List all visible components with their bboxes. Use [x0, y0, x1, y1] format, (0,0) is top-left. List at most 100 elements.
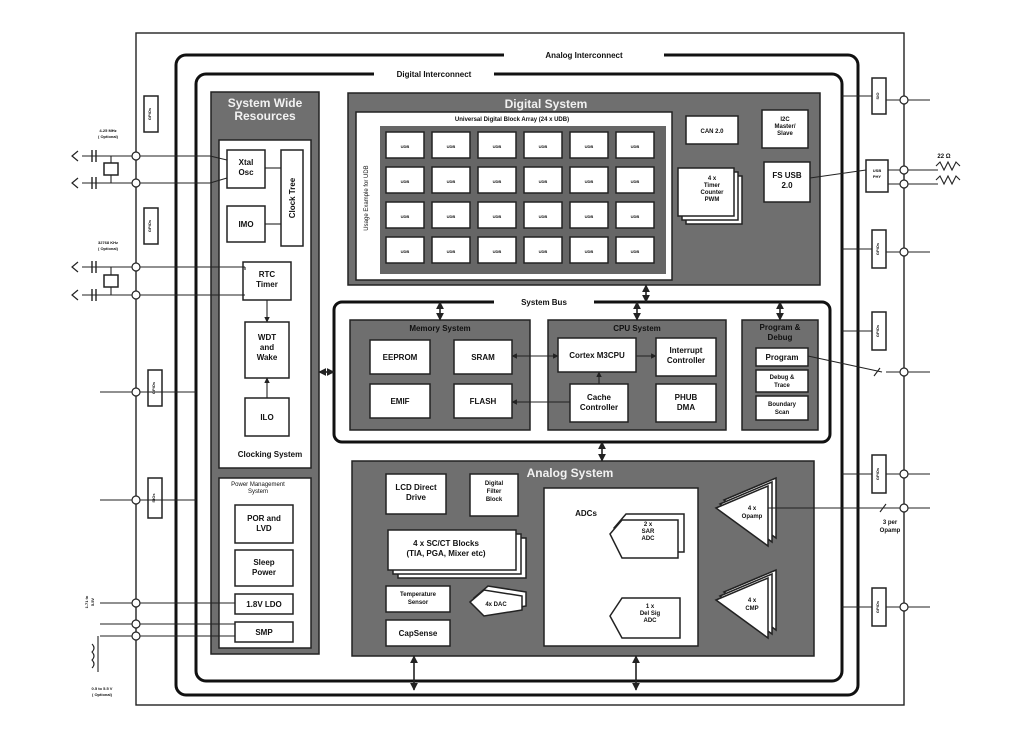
label-line: LVD	[256, 524, 272, 533]
udb-cell: UDB	[523, 166, 563, 194]
udb-cell-box	[431, 166, 471, 194]
capacitor-icons	[71, 150, 97, 301]
label-line: 1.71 to	[84, 595, 89, 608]
imo-block	[226, 205, 266, 243]
udb-cell: UDB	[431, 236, 471, 264]
udb-cell-box	[569, 201, 609, 229]
ohm-label: 22 Ω	[937, 154, 950, 160]
udb-cell-label: UDB	[493, 249, 502, 254]
udb-cell-box	[431, 201, 471, 229]
digital-interconnect-label-bg	[374, 67, 494, 81]
wdt-wake-block	[244, 321, 290, 379]
flash-label: FLASH	[470, 397, 497, 406]
interrupt-block	[655, 337, 717, 377]
sar-adc-block	[609, 519, 679, 559]
udb-cell: UDB	[523, 201, 563, 229]
label-line: USB	[873, 168, 882, 173]
timer-block	[677, 167, 735, 217]
udb-cell: UDB	[385, 166, 425, 194]
label-line: Sensor	[408, 600, 429, 606]
program-to-pin-wire	[807, 355, 883, 373]
program-debug: Program &Debug Program Debug &Trace Boun…	[741, 319, 819, 431]
sc-ct-block	[387, 529, 517, 571]
sio-left-label: SIOs	[151, 493, 156, 503]
resistor-icon	[935, 160, 961, 172]
can-label: CAN 2.0	[700, 129, 724, 135]
udb-cell: UDB	[477, 131, 517, 159]
memory-system-title: Memory System	[409, 324, 470, 333]
right-pin-circles	[899, 95, 909, 612]
label-line: RTC	[259, 270, 276, 279]
left-pin-circles	[131, 151, 141, 641]
gpio-right-3-label: GPIOs	[875, 467, 880, 480]
boundary-scan-block	[755, 395, 809, 421]
gpio-left-3	[147, 369, 163, 407]
emif-block	[369, 383, 431, 419]
pin-pad-icon	[899, 602, 909, 612]
gpio-right-2-label: GPIOs	[875, 324, 880, 337]
udb-cell-box	[431, 236, 471, 264]
pin-pad-icon	[899, 503, 909, 513]
smp-block	[234, 621, 294, 643]
udb-cell: UDB	[615, 236, 655, 264]
udb-cell-label: UDB	[493, 214, 502, 219]
udb-cell-box	[385, 236, 425, 264]
label-line: WDT	[258, 333, 276, 342]
debug-trace-label: Debug &Trace	[770, 375, 795, 389]
inductor-icon	[91, 643, 95, 669]
label-line: 4-25 MHz	[99, 128, 116, 133]
eeprom-label: EEPROM	[383, 353, 418, 362]
udb-cell-box	[477, 201, 517, 229]
cpu-system-title: CPU System	[613, 324, 661, 333]
program-debug-title: Program &Debug	[760, 323, 801, 342]
udb-cell-label: UDB	[539, 249, 548, 254]
label-line: Osc	[238, 168, 254, 177]
label-line: 3 per	[883, 520, 898, 526]
ilo-block	[244, 397, 290, 437]
udb-cell-label: UDB	[447, 214, 456, 219]
analog-interconnect-label-bg	[504, 48, 664, 62]
gpio-left-2	[143, 207, 159, 245]
analog-interconnect-label: Analog Interconnect	[545, 51, 623, 60]
udb-cell: UDB	[385, 201, 425, 229]
gpio-right-1-label: GPIOs	[875, 242, 880, 255]
flash-block	[453, 383, 513, 419]
udb-cell-label: UDB	[539, 179, 548, 184]
imo-label: IMO	[238, 220, 253, 229]
udb-cell-label: UDB	[631, 249, 640, 254]
digital-interconnect-frame	[194, 72, 844, 683]
udb-cell-box	[523, 236, 563, 264]
udb-cell-label: UDB	[493, 179, 502, 184]
label-line: Scan	[775, 410, 790, 416]
udb-cell-box	[523, 166, 563, 194]
label-line: Block	[486, 497, 503, 503]
udb-cell-label: UDB	[539, 214, 548, 219]
cache-block	[569, 383, 629, 423]
capacitor-icon	[71, 289, 97, 301]
udb-cell: UDB	[569, 166, 609, 194]
label-line: Master/	[774, 124, 795, 130]
debug-trace-block	[755, 369, 809, 393]
pin-pad-icon	[899, 247, 909, 257]
udb-cell-label: UDB	[585, 249, 594, 254]
udb-cell: UDB	[615, 201, 655, 229]
label-line: Drive	[406, 493, 427, 502]
gpio-left-2-label: GPIOs	[147, 219, 152, 232]
phub-block	[655, 383, 717, 423]
udb-cell-box	[477, 236, 517, 264]
udb-cell-box	[569, 166, 609, 194]
xtal-osc-block	[226, 149, 266, 189]
udb-cell-label: UDB	[585, 214, 594, 219]
memory-system: Memory System EEPROM SRAM EMIF FLASH	[349, 319, 531, 431]
udb-cell-label: UDB	[447, 179, 456, 184]
vddio-range-label: 1.71 to5.5V	[84, 595, 95, 608]
